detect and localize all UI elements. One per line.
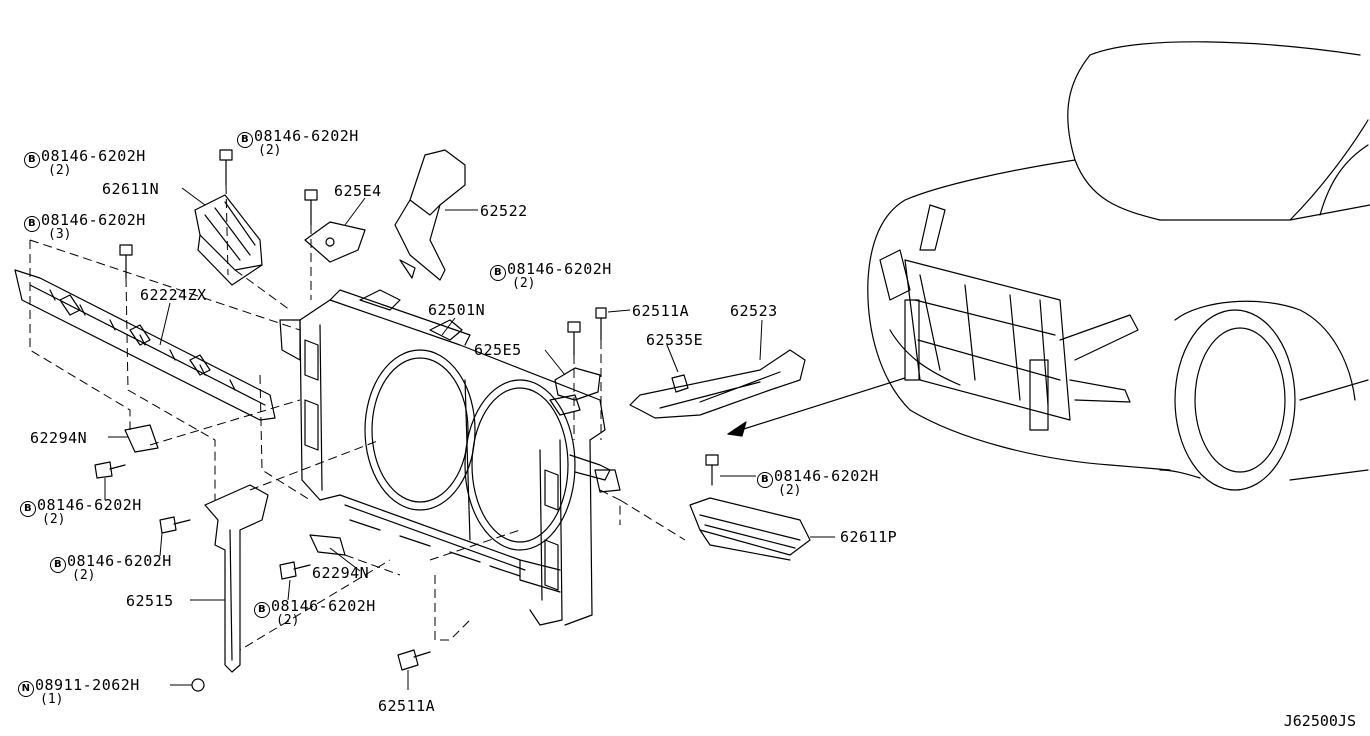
callout-c10: 62511A	[632, 302, 690, 320]
callout-c16-qty: (2)	[42, 512, 66, 527]
part-62294N-left	[124, 424, 159, 453]
leader-lines	[104, 187, 835, 690]
part-62523	[629, 349, 806, 419]
callout-c3: 62611N	[102, 180, 160, 198]
part-62522	[394, 149, 466, 281]
part-625E5	[554, 367, 601, 401]
callout-c20: 62515	[126, 592, 174, 610]
callout-c6-qty: (3)	[48, 227, 72, 242]
alignment-lines	[29, 184, 686, 651]
part-625E4	[304, 221, 366, 263]
callout-c13: 62535E	[646, 331, 704, 349]
callout-c19: 62294N	[312, 564, 370, 582]
callout-c5: 62522	[480, 202, 528, 220]
part-62224ZX	[14, 269, 276, 421]
callout-c18: 62611P	[840, 528, 898, 546]
diagram-code: J62500JS	[1283, 712, 1356, 730]
callout-c22-qty: (1)	[40, 692, 64, 707]
part-62535E-clip	[671, 374, 689, 393]
callout-c11: 62523	[730, 302, 778, 320]
part-62611P	[689, 497, 811, 561]
callout-c1-qty: (2)	[48, 163, 72, 178]
callout-c12: 625E5	[474, 341, 522, 359]
callout-c14: 62294N	[30, 429, 88, 447]
radiator-core-support	[279, 289, 621, 626]
callout-c15-qty: (2)	[778, 483, 802, 498]
callout-c21-qty: (2)	[276, 613, 300, 628]
vehicle-outline	[867, 41, 1370, 491]
callout-c7: 62224ZX	[140, 286, 207, 304]
part-62294N-lower	[309, 534, 346, 556]
callout-c9: 62501N	[428, 301, 486, 319]
callout-c8-qty: (2)	[512, 276, 536, 291]
callout-c4: 625E4	[334, 182, 382, 200]
part-62611N	[194, 194, 263, 286]
bolts	[94, 149, 719, 692]
callout-c23: 62511A	[378, 697, 436, 715]
callout-c17-qty: (2)	[72, 568, 96, 583]
part-62515	[204, 484, 269, 673]
callout-c2-qty: (2)	[258, 143, 282, 158]
view-arrow	[727, 377, 906, 437]
